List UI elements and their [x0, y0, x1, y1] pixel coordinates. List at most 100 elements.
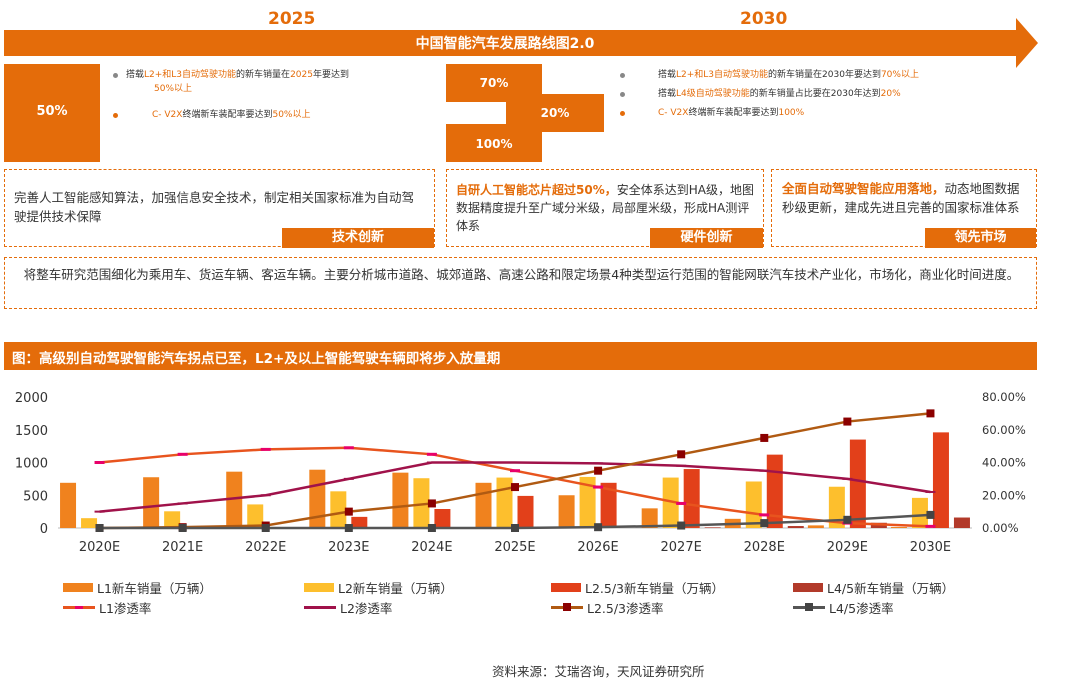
bar-1-2027E: [662, 477, 679, 528]
line-marker-0-2028E: [759, 513, 770, 517]
line-marker-3-2024E: [427, 524, 436, 532]
legend-l1-rate: L1渗透率: [63, 598, 151, 617]
bar-1-2020E: [81, 518, 98, 528]
bar-2-2023E: [351, 516, 368, 528]
bar-1-2029E: [828, 486, 845, 528]
line-marker-2-2028E: [760, 433, 769, 442]
bar-1-2030E: [911, 497, 928, 528]
chart-header-text: 图：高级别自动驾驶智能汽车拐点已至，L2+及以上智能驾驶车辆即将步入放量期: [12, 351, 501, 367]
bar-2-2030E: [932, 432, 949, 528]
bullet-dot: [113, 73, 118, 78]
year-2025-label: 2025: [268, 9, 316, 29]
bar-2-2029E: [849, 439, 866, 528]
line-marker-2-2029E: [843, 417, 852, 426]
left-axis-tick-label: 1500: [15, 424, 48, 439]
line-marker-0-2023E: [343, 446, 354, 450]
x-axis-tick-label: 2025E: [494, 540, 535, 555]
bullet-dot: [620, 111, 625, 116]
bar-0-2020E: [60, 482, 77, 528]
mid-value-bottom: 100%: [475, 137, 513, 151]
bullet-dot: [113, 113, 118, 118]
right-bullet-3: C- V2X终端新车装配率要达到100%: [658, 108, 805, 118]
line-marker-0-2024E: [426, 452, 437, 456]
leading-market-text: 全面自动驾驶智能应用落地，动态地图数据秒级更新，建成先进且完善的国家标准体系: [782, 181, 1020, 215]
x-axis-tick-label: 2023E: [328, 540, 369, 555]
line-marker-0-2021E: [177, 452, 188, 456]
bar-1-2023E: [330, 491, 347, 528]
line-marker-0-2027E: [676, 501, 687, 505]
line-marker-1-2020E: [94, 510, 105, 513]
x-axis-tick-label: 2029E: [827, 540, 868, 555]
bar-2-2025E: [517, 495, 534, 528]
legend-l25-sales: L2.5/3新车销量（万辆）: [551, 578, 724, 597]
line-marker-3-2023E: [344, 524, 353, 532]
bar-0-2026E: [558, 495, 575, 528]
line-marker-1-2026E: [593, 462, 604, 465]
right-axis-tick-label: 60.00%: [982, 423, 1026, 437]
legend-l2-rate: L2渗透率: [304, 598, 392, 617]
x-axis-tick-label: 2026E: [577, 540, 618, 555]
x-axis-tick-label: 2021E: [162, 540, 203, 555]
line-marker-1-2029E: [842, 477, 853, 480]
line-marker-1-2030E: [925, 490, 936, 493]
line-marker-3-2020E: [95, 524, 104, 532]
hardware-innovation-text: 自研人工智能芯片超过50%，安全体系达到HA级，地图数据精度提升至广域分米级，局…: [456, 183, 754, 233]
mid-block-bottom: [446, 124, 542, 162]
line-marker-1-2022E: [260, 494, 271, 497]
x-axis-tick-label: 2027E: [661, 540, 702, 555]
line-marker-3-2022E: [261, 524, 270, 532]
right-axis-tick-label: 0.00%: [982, 521, 1019, 535]
leading-market-box: [771, 169, 1037, 247]
bar-2-2024E: [434, 509, 451, 528]
bar-0-2022E: [226, 471, 243, 528]
x-axis-tick-label: 2024E: [411, 540, 452, 555]
line-marker-1-2023E: [343, 477, 354, 480]
line-marker-0-2026E: [593, 485, 604, 489]
legend-l45-sales: L4/5新车销量（万辆）: [793, 578, 954, 597]
line-marker-0-2030E: [925, 524, 936, 528]
sales-penetration-chart: 05001000150020000.00%20.00%40.00%60.00%8…: [15, 390, 1026, 555]
line-marker-0-2022E: [260, 447, 271, 451]
line-marker-3-2030E: [926, 510, 935, 519]
left-bullet-2: C- V2X终端新车装配率要达到50%以上: [152, 110, 311, 120]
left-axis-tick-label: 2000: [15, 391, 48, 406]
hardware-innovation-box: [446, 169, 764, 247]
year-2030-label: 2030: [740, 9, 788, 29]
bar-1-2024E: [413, 478, 430, 528]
line-marker-3-2028E: [760, 519, 769, 528]
bar-2-2027E: [683, 469, 700, 528]
legend-l45-rate: L4/5渗透率: [793, 598, 894, 617]
left-axis-tick-label: 1000: [15, 457, 48, 472]
source-note: 资料来源：艾瑞咨询，天风证券研究所: [492, 664, 705, 679]
bar-0-2024E: [392, 472, 409, 528]
bar-3-2030E: [953, 517, 970, 528]
bar-0-2023E: [309, 469, 326, 528]
line-marker-1-2025E: [510, 461, 520, 464]
left-block: [4, 64, 100, 162]
right-axis-tick-label: 80.00%: [982, 390, 1026, 404]
right-axis-tick-label: 20.00%: [982, 488, 1026, 502]
bar-1-2028E: [745, 481, 762, 528]
bar-3-2027E: [704, 527, 721, 528]
right-bullet-1: 搭载L2+和L3自动驾驶功能的新车销量在2030年要达到70%以上: [658, 70, 919, 80]
line-marker-1-2024E: [426, 461, 437, 464]
bar-1-2021E: [164, 511, 181, 528]
line-marker-3-2029E: [843, 515, 852, 524]
bar-1-2025E: [496, 477, 513, 528]
line-marker-1-2028E: [759, 469, 770, 472]
line-marker-2-2026E: [594, 466, 603, 475]
chart-header-bar: [4, 342, 1037, 370]
roadmap-title: 中国智能汽车发展路线图2.0: [415, 36, 595, 52]
x-axis-tick-label: 2022E: [245, 540, 286, 555]
left-block-value: 50%: [36, 104, 68, 119]
line-marker-2-2023E: [344, 507, 353, 516]
scope-text: 将整车研究范围细化为乘用车、货运车辆、客运车辆。主要分析城市道路、城郊道路、高速…: [23, 267, 1020, 282]
line-marker-2-2024E: [427, 499, 436, 508]
line-marker-3-2025E: [511, 524, 519, 532]
bar-0-2029E: [807, 525, 824, 528]
bar-3-2028E: [787, 526, 804, 528]
mid-value-top: 70%: [479, 76, 509, 90]
scope-box: [4, 257, 1037, 309]
mid-value-middle: 20%: [540, 106, 570, 120]
